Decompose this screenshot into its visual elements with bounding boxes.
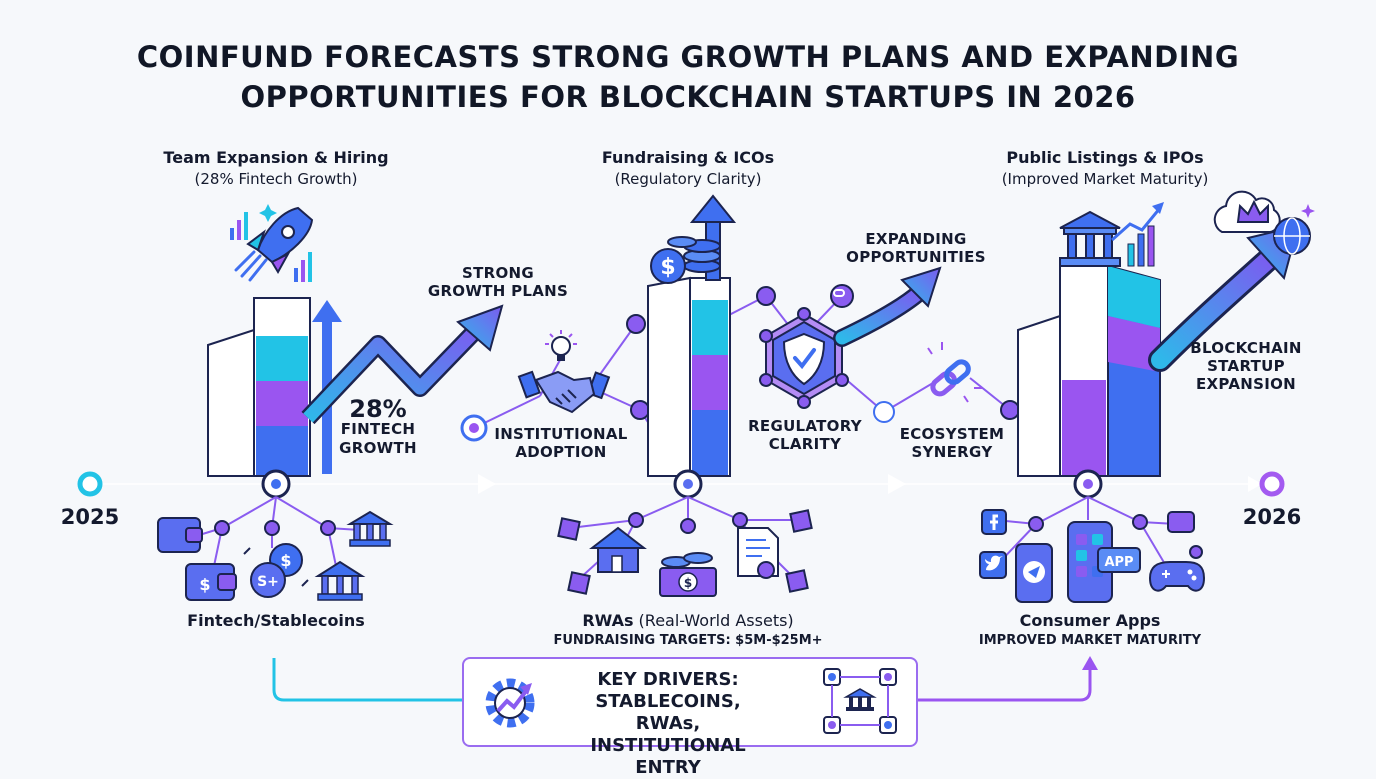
consumer-note: IMPROVED MARKET MATURITY [978,633,1202,648]
globe-icon [1273,217,1311,255]
expanding-line-2: OPPORTUNITIES [846,248,986,266]
link-icon [833,289,845,297]
network-node [214,520,336,536]
gear-growth-icon [485,678,535,728]
expanding-line-1: EXPANDING [865,230,967,248]
cash-dollar-symbol: $ [684,576,692,590]
key-drivers-line-3: INSTITUTIONAL ENTRY [590,735,746,778]
team-growth-bars [207,297,342,477]
fintech-growth-line-1: FINTECH [340,420,416,438]
ecosystem-line-2: SYNERGY [911,443,993,461]
wallet-dollar-symbol: $ [199,575,210,594]
listings-bars [1017,264,1161,477]
stablecoin-icon [243,543,309,598]
lightbulb-icon [545,330,577,361]
consumer-title: Consumer Apps [1019,611,1161,630]
timeline-arrow-3 [1248,476,1262,492]
dollar-wallet-icon [185,563,237,601]
handshake-icon [517,370,611,414]
trend-chart-icon [1111,202,1164,267]
mini-bars-icon [230,212,312,282]
app-badge-label: APP [1104,555,1133,570]
stablecoin-label: S+ [257,574,279,590]
timeline-arrow-1 [478,474,496,494]
strong-growth-arrow [301,304,504,425]
listings-subheading: (Improved Market Maturity) [1001,170,1209,188]
strong-growth-line-1: STRONG [461,264,534,282]
sparkle-icon [259,204,277,222]
timeline-end-node [1259,471,1285,497]
telegram-phone-icon [1015,543,1053,603]
chain-link-icon [927,342,982,403]
bank-icon [314,560,366,601]
fundraising-heading: Fundraising & ICOs [601,148,775,167]
team-heading: Team Expansion & Hiring [163,148,389,167]
institutional-line-1: INSTITUTIONAL [494,425,628,443]
dollar-coin-symbol: $ [660,255,675,280]
blockchain-line-1: BLOCKCHAIN [1190,339,1302,357]
fundraising-subheading: (Regulatory Clarity) [614,170,762,188]
team-subheading: (28% Fintech Growth) [194,170,358,188]
bank-icon [346,510,394,547]
twitter-icon [979,551,1007,579]
institutional-line-2: ADOPTION [515,443,607,461]
network-node [628,512,748,534]
timeline-arrow-2 [888,474,906,494]
institutional-node [460,414,488,442]
document-icon [737,527,779,579]
cloud-icon [1213,190,1281,233]
facebook-icon [981,509,1007,535]
blockchain-line-2: STARTUP [1207,357,1285,375]
regulatory-line-1: REGULATORY [748,417,862,435]
cube-icon [557,509,813,595]
end-year: 2026 [1242,505,1302,529]
coin-stack-icon [650,236,721,284]
stablecoin-dollar-symbol: $ [280,551,291,570]
network-node [1028,514,1203,559]
institution-network-icon [823,668,897,734]
milestone-node-2 [673,469,703,499]
listings-heading: Public Listings & IPOs [1006,148,1204,167]
milestone-node-3 [1073,469,1103,499]
key-drivers-text: KEY DRIVERS: STABLECOINS, RWAs, INSTITUT… [568,669,768,779]
ecosystem-line-1: ECOSYSTEM [899,425,1005,443]
sparkle-icon [1301,204,1315,218]
network-node [626,284,1020,423]
rwas-title-rest: (Real-World Assets) [633,611,794,630]
regulatory-line-2: CLARITY [768,435,842,453]
blockchain-line-3: EXPANSION [1196,375,1296,393]
cash-coins-icon [659,552,717,597]
key-drivers-line-2: STABLECOINS, RWAs, [595,691,741,734]
bank-building-icon [1059,210,1121,267]
rwas-title: RWAs (Real-World Assets) [540,611,836,630]
timeline-start-node [77,471,103,497]
rocket-icon [234,206,314,282]
drivers-connector [272,656,1098,702]
fintech-title: Fintech/Stablecoins [187,611,365,630]
expanding-opportunities-arrow [833,266,942,347]
fintech-growth-value: 28% [349,395,407,423]
shield-icon [759,307,849,409]
fintech-growth-line-2: GROWTH [339,439,417,457]
crown-icon [1236,199,1269,223]
blockchain-expansion-arrow [1148,224,1300,372]
start-year: 2025 [60,505,120,529]
wallet-icon [157,517,203,553]
rwas-note: FUNDRAISING TARGETS: $5M-$25M+ [553,633,823,648]
page-title-line-2: OPPORTUNITIES FOR BLOCKCHAIN STARTUPS IN… [240,80,1136,114]
key-drivers-box: KEY DRIVERS: STABLECOINS, RWAs, INSTITUT… [462,657,918,778]
rwas-title-bold: RWAs [582,611,634,630]
gamepad-icon [1148,511,1206,592]
house-icon [589,526,647,573]
phone-apps-icon [1067,521,1141,603]
key-drivers-line-1: KEY DRIVERS: [597,669,739,690]
milestone-node-1 [261,469,291,499]
strong-growth-line-2: GROWTH PLANS [427,282,569,300]
page-title-line-1: COINFUND FORECASTS STRONG GROWTH PLANS A… [136,40,1240,74]
